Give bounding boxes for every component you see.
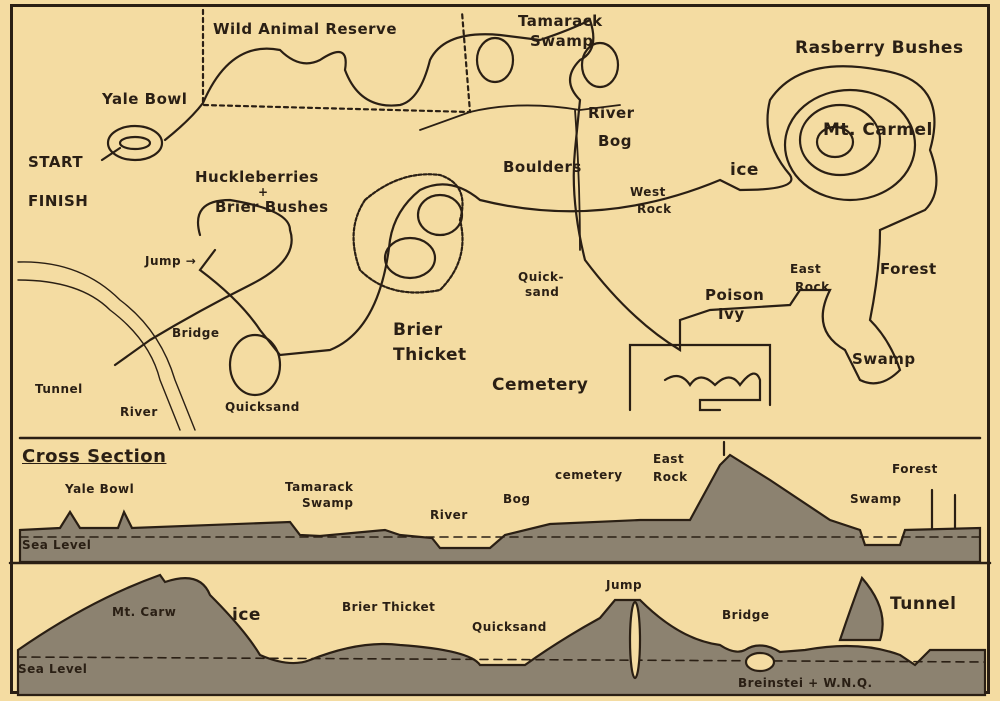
- label-rock: Rock: [637, 202, 672, 216]
- reserve-boundary: [201, 8, 472, 114]
- river-bottom: [17, 261, 196, 431]
- label-sand: sand: [525, 285, 560, 299]
- label-wild-animal-reserve: Wild Animal Reserve: [213, 20, 398, 38]
- label-boulders: Boulders: [503, 158, 582, 176]
- label-ice: ice: [730, 160, 759, 180]
- label-cemetery: Cemetery: [492, 375, 589, 395]
- label-river-bottom: River: [120, 405, 158, 419]
- cs-bridge: Bridge: [722, 608, 770, 622]
- cs-bog: Bog: [503, 492, 531, 506]
- label-swamp-map: Swamp: [852, 350, 916, 368]
- cs-mt-carm: Mt. Carw: [112, 605, 177, 619]
- label-west: West: [630, 185, 666, 199]
- label-poison: Poison: [705, 286, 765, 304]
- label-ivy: Ivy: [718, 305, 745, 323]
- cs-swamp: Swamp: [850, 492, 902, 506]
- tamarack-loop: [475, 36, 515, 84]
- label-quick: Quick-: [518, 270, 564, 284]
- cs-east-rock: Rock: [653, 470, 688, 484]
- cs-east: East: [653, 452, 685, 466]
- cross-section-bottom-ground: [16, 573, 987, 697]
- label-bridge: Bridge: [172, 326, 220, 340]
- cemetery-wall: [628, 343, 772, 412]
- mt-carmel-contour: [783, 88, 917, 202]
- label-thicket: Thicket: [393, 345, 467, 365]
- label-yale-bowl: Yale Bowl: [102, 90, 188, 108]
- label-rasberry-bushes: Rasberry Bushes: [795, 38, 964, 58]
- cross-section-title: Cross Section: [22, 446, 167, 467]
- label-plus: +: [258, 185, 269, 199]
- label-east: East: [790, 262, 822, 276]
- trail-path: [100, 18, 938, 385]
- cs-ice: ice: [232, 605, 261, 625]
- label-huckleberries: Huckleberries: [195, 168, 319, 186]
- bridge-arch: [744, 651, 776, 673]
- label-swamp: Swamp: [530, 32, 594, 50]
- quicksand-patch: [228, 333, 282, 397]
- tunnel-rock: [838, 575, 884, 642]
- label-brier-bushes: Brier Bushes: [215, 198, 329, 216]
- label-brier: Brier: [393, 320, 443, 340]
- cross-section-top-ground: [18, 453, 982, 564]
- label-east-rock: Rock: [795, 280, 830, 294]
- cs-tamarack: Tamarack: [285, 480, 354, 494]
- label-river-top: River: [588, 104, 635, 122]
- cs-cemetery: cemetery: [555, 468, 623, 482]
- forest-trees: [930, 488, 957, 530]
- cs-sea-level-top: Sea Level: [22, 538, 92, 552]
- brier-thicket-outline: [352, 173, 464, 294]
- cs-tamarack-swamp: Swamp: [302, 496, 354, 510]
- label-mt-carmel: Mt. Carmel: [823, 120, 933, 140]
- river-top: [419, 104, 621, 251]
- cs-forest: Forest: [892, 462, 938, 476]
- cs-brier-thicket: Brier Thicket: [342, 600, 436, 614]
- cs-yale-bowl: Yale Bowl: [65, 482, 135, 496]
- label-tamarack: Tamarack: [518, 12, 603, 30]
- label-quicksand: Quicksand: [225, 400, 300, 414]
- label-forest: Forest: [880, 260, 937, 278]
- cs-sea-level-bottom: Sea Level: [18, 662, 88, 676]
- cs-river: River: [430, 508, 468, 522]
- label-bog: Bog: [598, 132, 632, 150]
- label-jump: Jump →: [145, 254, 197, 268]
- sea-level-line-bottom: [17, 656, 986, 663]
- label-finish: FINISH: [28, 192, 89, 210]
- cs-quicksand: Quicksand: [472, 620, 547, 634]
- cs-jump: Jump: [606, 578, 643, 592]
- signature: Breinstei + W.N.Q.: [738, 676, 873, 690]
- jump-shaft: [628, 600, 642, 680]
- yale-bowl-shape: [106, 124, 164, 162]
- cs-tunnel: Tunnel: [890, 594, 957, 614]
- label-tunnel: Tunnel: [35, 382, 83, 396]
- label-start: START: [28, 153, 84, 171]
